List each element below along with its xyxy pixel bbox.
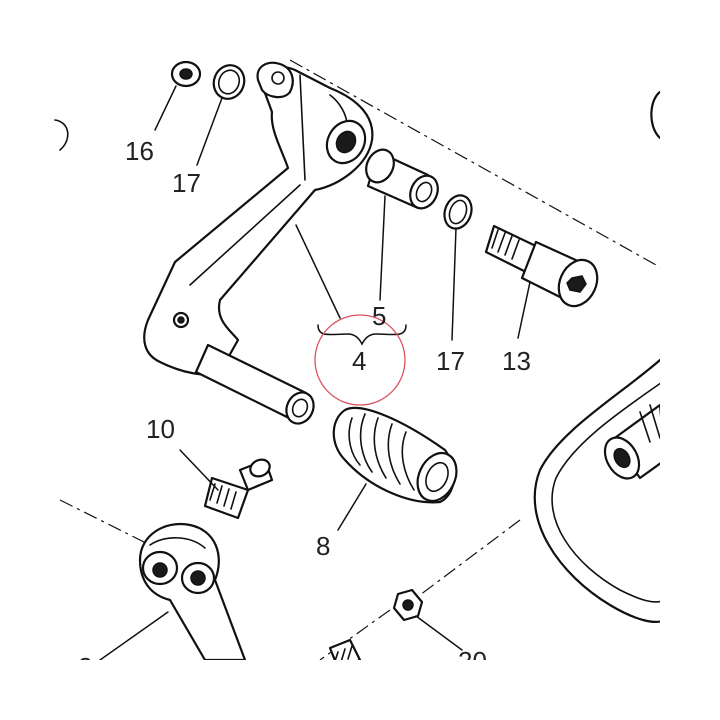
washer-part-16 — [170, 60, 202, 88]
callout-5: 5 — [372, 301, 386, 331]
shift-rod-right — [533, 358, 660, 623]
callout-13: 13 — [502, 346, 531, 376]
callout-17-mid: 17 — [436, 346, 465, 376]
callout-4: 4 — [352, 346, 366, 376]
partial-part-left-edge — [54, 119, 69, 151]
o-ring-part-17-mid — [443, 194, 473, 230]
callout-2: 2 — [78, 652, 92, 682]
nut-part-20 — [392, 588, 424, 622]
shoulder-bolt-part-13 — [484, 224, 599, 308]
bushing-part-5 — [365, 148, 439, 210]
callout-8: 8 — [316, 531, 330, 561]
callout-10: 10 — [146, 414, 175, 444]
bolt-bottom — [328, 638, 362, 660]
o-ring-part-17-top — [212, 64, 246, 100]
callout-17-top: 17 — [172, 168, 201, 198]
gear-lever-part-4 — [143, 61, 374, 425]
leader-lines — [99, 85, 531, 660]
brace-group-4-5 — [317, 324, 407, 346]
callout-20: 20 — [458, 646, 487, 676]
peg-rubber-part-8 — [332, 406, 458, 504]
callout-labels: 16 17 5 4 17 13 10 8 2 20 — [78, 136, 531, 682]
linkage-arm-part-2 — [138, 522, 247, 660]
highlight-circle — [314, 314, 406, 406]
callout-16: 16 — [125, 136, 154, 166]
partial-part-right-edge — [650, 90, 660, 140]
